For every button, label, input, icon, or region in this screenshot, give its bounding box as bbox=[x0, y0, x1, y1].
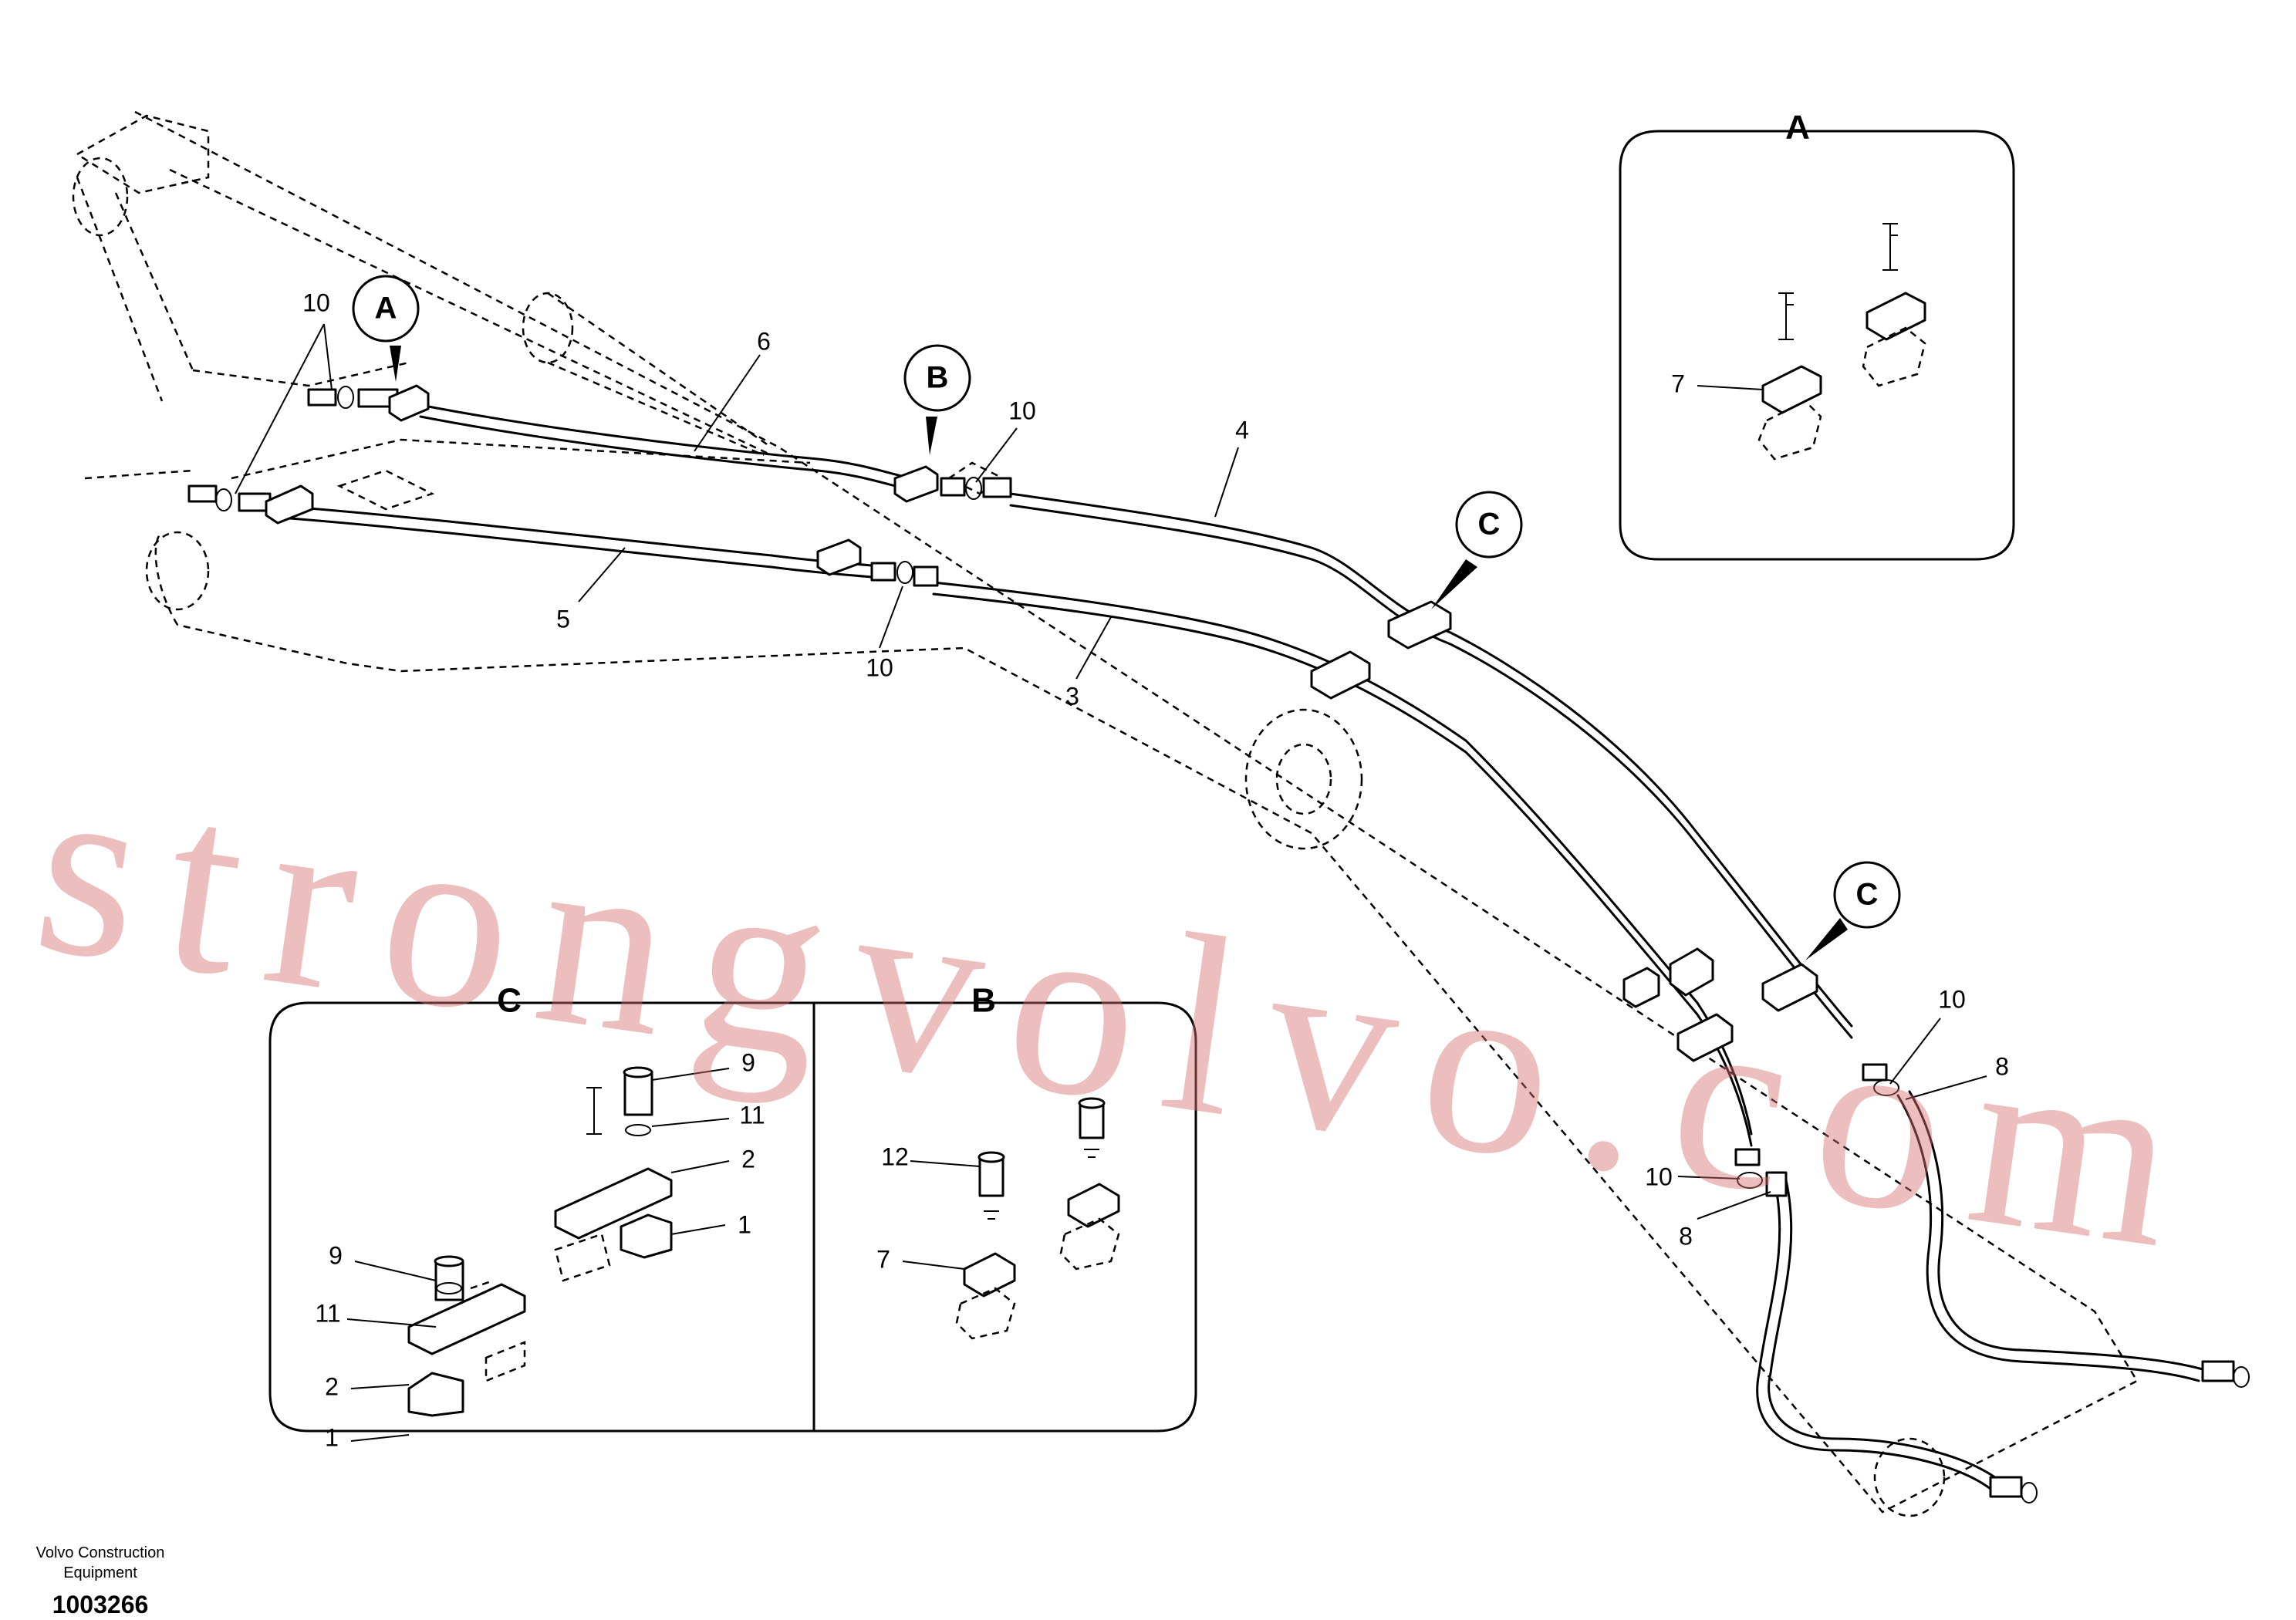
hose-8-lower bbox=[1756, 1179, 2000, 1490]
callout-10: 10 bbox=[866, 653, 893, 681]
company-name-line1: Volvo Construction bbox=[35, 1544, 165, 1561]
detail-c-callout-11: 11 bbox=[739, 1101, 765, 1129]
detail-c-callout-1: 1 bbox=[325, 1423, 339, 1451]
detail-b-callout-12: 12 bbox=[881, 1142, 909, 1170]
hose-8-right bbox=[1896, 1090, 2204, 1382]
view-marker-c-right[interactable]: C bbox=[1805, 861, 1901, 960]
view-marker-b[interactable]: B bbox=[903, 344, 971, 455]
detail-a-panel: A 7 bbox=[1619, 109, 2015, 561]
detail-c-callout-2: 2 bbox=[325, 1372, 339, 1400]
detail-cb-panel: C B 9 11 2 1 9 11 2 1 bbox=[268, 982, 1197, 1451]
callout-8: 8 bbox=[1995, 1052, 2009, 1080]
document-number: 1003266 bbox=[52, 1591, 149, 1618]
callout-8: 8 bbox=[1679, 1222, 1693, 1250]
detail-a-label: A bbox=[1785, 109, 1810, 147]
callout-10: 10 bbox=[302, 289, 330, 316]
callout-10: 10 bbox=[1008, 397, 1036, 424]
tube-6 bbox=[419, 403, 912, 491]
detail-c-callout-9: 9 bbox=[741, 1048, 755, 1076]
marker-c-right-label: C bbox=[1856, 878, 1879, 912]
detail-c-callout-1: 1 bbox=[738, 1210, 751, 1238]
detail-b-label: B bbox=[971, 982, 996, 1020]
marker-b-label: B bbox=[927, 361, 949, 395]
marker-c-top-label: C bbox=[1478, 508, 1501, 542]
company-name-line2: Equipment bbox=[63, 1564, 137, 1581]
callout-10: 10 bbox=[1938, 985, 1966, 1013]
detail-b-callout-7: 7 bbox=[876, 1245, 890, 1273]
callout-10: 10 bbox=[1645, 1163, 1673, 1190]
detail-c-callout-2: 2 bbox=[741, 1145, 755, 1173]
tube-5 bbox=[268, 504, 889, 580]
detail-c-callout-9: 9 bbox=[329, 1241, 343, 1269]
tube-4 bbox=[1009, 492, 1853, 1039]
footer-company: Volvo Construction Equipment bbox=[15, 1543, 185, 1583]
callout-5: 5 bbox=[556, 605, 570, 633]
view-marker-a[interactable]: A bbox=[352, 275, 420, 382]
detail-a-callout-7: 7 bbox=[1671, 370, 1685, 397]
fittings bbox=[187, 384, 2250, 1504]
detail-c-label: C bbox=[497, 982, 522, 1020]
detail-c-callout-11: 11 bbox=[315, 1299, 340, 1327]
main-callouts: 10 6 10 4 5 10 3 10 8 10 8 bbox=[235, 289, 2009, 1250]
marker-a-label: A bbox=[375, 292, 397, 326]
callout-3: 3 bbox=[1065, 682, 1079, 710]
callout-6: 6 bbox=[757, 327, 771, 355]
view-marker-c-top[interactable]: C bbox=[1431, 491, 1523, 609]
callout-4: 4 bbox=[1235, 416, 1249, 444]
boom-outline bbox=[72, 110, 2139, 1517]
